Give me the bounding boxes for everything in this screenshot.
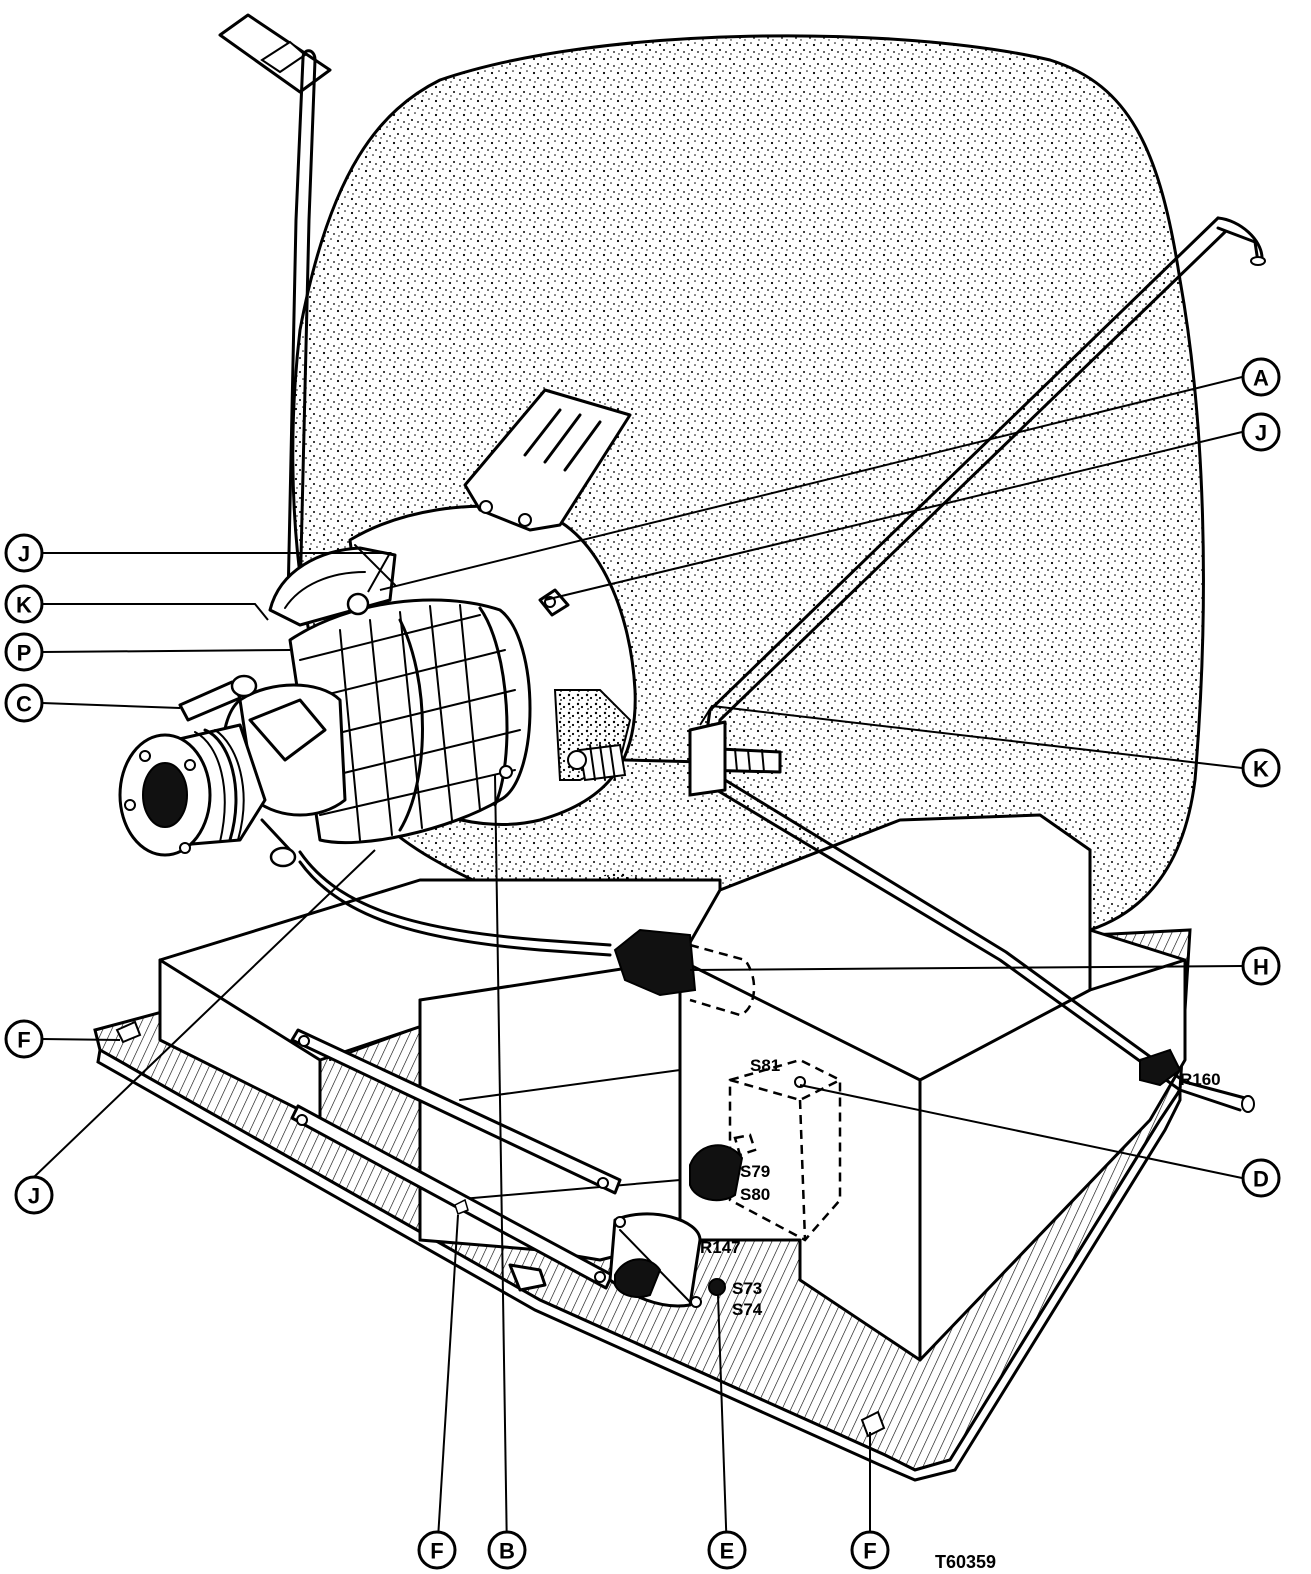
s73-s74-button bbox=[708, 1278, 726, 1296]
svg-text:C: C bbox=[16, 692, 32, 717]
callout-f-bottom-2: F bbox=[850, 1530, 890, 1570]
r147-control bbox=[608, 1212, 702, 1308]
deflection-coil bbox=[288, 598, 532, 845]
tube-neck bbox=[221, 683, 347, 817]
fixing-screw-f-right bbox=[860, 1410, 886, 1438]
r160-knob bbox=[1139, 1048, 1182, 1087]
svg-text:K: K bbox=[16, 593, 32, 618]
callout-h: H bbox=[1241, 946, 1281, 986]
centring-ring-arm bbox=[268, 544, 397, 627]
label-s81: S81 bbox=[750, 1056, 780, 1075]
neck-adjust-screw bbox=[178, 674, 258, 722]
yoke-cable bbox=[298, 850, 612, 947]
svg-text:H: H bbox=[1253, 955, 1269, 980]
svg-text:D: D bbox=[1253, 1167, 1269, 1192]
fixing-screw-f-left bbox=[115, 1020, 142, 1044]
callout-p: P bbox=[4, 632, 44, 672]
support-rod-left bbox=[218, 13, 332, 602]
label-r160: R160 bbox=[1180, 1070, 1221, 1089]
s79-s80-knob bbox=[689, 1133, 757, 1202]
tube-socket bbox=[118, 723, 267, 857]
label-s79: S79 bbox=[740, 1162, 770, 1181]
callout-a: A bbox=[1241, 357, 1281, 397]
label-s80: S80 bbox=[740, 1185, 770, 1204]
label-s73: S73 bbox=[732, 1279, 762, 1298]
adjustment-screw-k bbox=[567, 720, 782, 797]
chassis-block-right bbox=[678, 813, 1187, 1362]
svg-text:F: F bbox=[430, 1539, 443, 1564]
mounting-rail-upper bbox=[290, 1028, 622, 1195]
svg-text:B: B bbox=[499, 1539, 515, 1564]
svg-text:P: P bbox=[17, 641, 32, 666]
callout-d: D bbox=[1241, 1158, 1281, 1198]
connector-plug-h bbox=[613, 928, 756, 1017]
neck-knob bbox=[260, 818, 297, 868]
rail-end-block bbox=[508, 1263, 547, 1292]
callout-f-left: F bbox=[4, 1019, 44, 1059]
callout-b: B bbox=[487, 1530, 527, 1570]
svg-text:A: A bbox=[1253, 366, 1269, 391]
switch-s81-outline bbox=[728, 1058, 842, 1242]
svg-text:J: J bbox=[1255, 421, 1267, 446]
figure-number: T60359 bbox=[935, 1552, 996, 1572]
callout-j-left: J bbox=[4, 533, 44, 573]
svg-text:F: F bbox=[17, 1028, 30, 1053]
callout-c: C bbox=[4, 683, 44, 723]
callout-k-left: K bbox=[4, 584, 44, 624]
callout-k-right: K bbox=[1241, 748, 1281, 788]
svg-text:F: F bbox=[863, 1539, 876, 1564]
callout-j-top-right: J bbox=[1241, 412, 1281, 452]
callout-f-bottom-1: F bbox=[417, 1530, 457, 1570]
svg-text:J: J bbox=[28, 1184, 40, 1209]
yoke-clamp-screw bbox=[499, 765, 513, 779]
top-bracket bbox=[463, 388, 632, 532]
label-s74: S74 bbox=[732, 1300, 763, 1319]
callout-j-bottom: J bbox=[14, 1175, 54, 1215]
support-rod-right bbox=[698, 216, 1266, 1113]
fixing-screw-f-middle bbox=[454, 1198, 469, 1215]
label-r147: R147 bbox=[700, 1238, 741, 1257]
svg-text:J: J bbox=[18, 542, 30, 567]
svg-text:E: E bbox=[720, 1539, 735, 1564]
svg-text:K: K bbox=[1253, 757, 1269, 782]
callout-e: E bbox=[707, 1530, 747, 1570]
